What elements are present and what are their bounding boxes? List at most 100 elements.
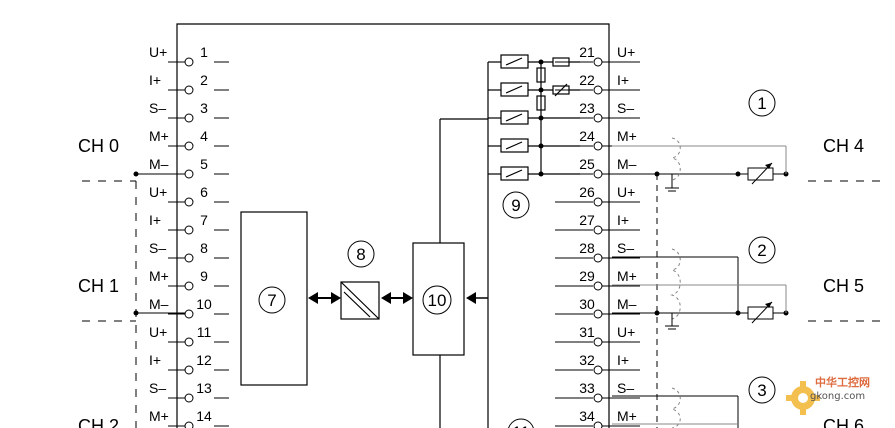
right-channel-separators	[808, 180, 880, 322]
callout-7: 7	[267, 291, 276, 310]
left-pin-number: 1	[200, 44, 208, 60]
ch6-wiring	[612, 387, 739, 428]
right-pin-terminal	[593, 365, 603, 375]
left-pin-terminal	[184, 309, 194, 319]
bus-arrow-left	[308, 292, 341, 304]
right-pin-label: U+	[617, 44, 635, 60]
watermark-text: 中华工控网	[815, 375, 870, 389]
right-pin-number: 28	[579, 240, 595, 256]
callout-2-circle	[748, 236, 776, 264]
callout-8-circle	[347, 240, 375, 268]
module-frame	[176, 23, 610, 428]
left-pin-number: 10	[196, 296, 212, 312]
channel-label-left: CH 1	[78, 276, 119, 296]
left-pin-terminal	[184, 57, 194, 67]
callout-8: 8	[356, 245, 365, 264]
right-pin-label: M+	[617, 408, 637, 424]
left-pin-label: I+	[149, 212, 161, 228]
left-channel-labels: CH 0CH 1CH 2	[78, 136, 119, 428]
left-pin-label: M+	[149, 268, 169, 284]
left-pin-terminal	[184, 253, 194, 263]
left-pin-terminal	[184, 365, 194, 375]
left-pin-number: 8	[200, 240, 208, 256]
left-pin-number: 2	[200, 72, 208, 88]
left-pin-label: S–	[149, 380, 166, 396]
left-pin-terminal	[184, 421, 194, 428]
right-pin-number: 21	[579, 44, 595, 60]
right-pin-label: M–	[617, 296, 637, 312]
left-pin-number: 3	[200, 100, 208, 116]
left-pin-terminal	[184, 197, 194, 207]
left-pin-number: 5	[200, 156, 208, 172]
left-pin-number: 11	[197, 324, 212, 340]
callout-3-circle	[748, 376, 776, 404]
left-pin-terminal	[184, 169, 194, 179]
callout-10: 10	[428, 291, 447, 310]
right-channel-labels: CH 4 CH 5 CH 6	[823, 136, 864, 428]
left-pin-terminal	[184, 85, 194, 95]
right-pin-terminal	[593, 169, 603, 179]
channel-label-right: CH 6	[823, 416, 864, 428]
watermark-sub: gkong.com	[810, 391, 865, 402]
right-pin-label: S–	[617, 100, 634, 116]
callout-1: 1	[757, 94, 766, 113]
callout-2: 2	[757, 241, 766, 260]
watermark: 中华工控网 gkong.com	[786, 375, 870, 415]
right-pin-terminal	[593, 309, 603, 319]
left-pin-label: I+	[149, 352, 161, 368]
left-pin-label: I+	[149, 72, 161, 88]
right-pin-terminal	[593, 253, 603, 263]
ch5-wiring	[612, 248, 787, 330]
channel-label-left: CH 0	[78, 136, 119, 156]
right-pin-number: 31	[579, 324, 595, 340]
right-pin-label: S–	[617, 240, 634, 256]
callout-9-circle	[502, 191, 530, 219]
left-pin-terminal	[184, 281, 194, 291]
right-pin-number: 27	[579, 212, 595, 228]
left-pin-terminal	[184, 141, 194, 151]
right-pin-number: 24	[579, 128, 595, 144]
right-pin-terminal	[593, 57, 603, 67]
mux-arrow	[466, 292, 476, 304]
left-pin-number: 12	[196, 352, 212, 368]
right-pin-number: 23	[579, 100, 595, 116]
callout-9: 9	[511, 196, 520, 215]
right-pin-label: M+	[617, 268, 637, 284]
right-pin-number: 25	[579, 156, 595, 172]
rtd-ch4	[747, 167, 774, 181]
adc-block	[240, 211, 308, 386]
callout-7-circle	[258, 286, 286, 314]
right-pin-terminal	[593, 85, 603, 95]
left-pin-terminal	[184, 337, 194, 347]
right-pin-label: U+	[617, 184, 635, 200]
left-pin-label: M+	[149, 408, 169, 424]
left-pin-label: S–	[149, 100, 166, 116]
left-pin-label: U+	[149, 184, 167, 200]
left-pin-terminal	[184, 113, 194, 123]
right-pin-number: 33	[579, 380, 595, 396]
left-pin-number: 9	[200, 268, 208, 284]
bus-arrow-right	[381, 292, 413, 304]
channel-label-right: CH 4	[823, 136, 864, 156]
channel-label-right: CH 5	[823, 276, 864, 296]
left-pin-label: U+	[149, 324, 167, 340]
right-pin-terminal	[593, 225, 603, 235]
callout-1-circle	[748, 89, 776, 117]
right-pin-label: I+	[617, 212, 629, 228]
left-pin-label: M–	[149, 296, 169, 312]
left-channel-separators	[82, 180, 137, 428]
callout-10-circle	[422, 285, 452, 315]
right-pin-number: 34	[579, 408, 595, 424]
left-terminal-strip: U+1I+2S–3M+4M–5U+6I+7S–8M+9M–10U+11I+12S…	[149, 44, 229, 428]
left-pin-number: 7	[200, 212, 208, 228]
right-pin-terminal	[593, 197, 603, 207]
right-pin-terminal	[593, 281, 603, 291]
right-pin-label: I+	[617, 72, 629, 88]
left-pin-terminal	[184, 225, 194, 235]
right-pin-label: S–	[617, 380, 634, 396]
right-pin-number: 26	[579, 184, 595, 200]
logic-block	[412, 242, 465, 356]
left-pin-number: 13	[196, 380, 212, 396]
